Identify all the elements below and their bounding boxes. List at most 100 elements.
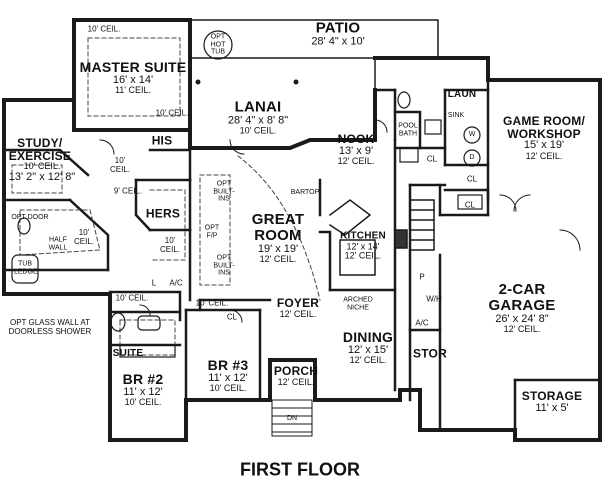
room-study-ceil: 10' CEIL.	[23, 161, 61, 172]
room-patio-dims: 28' 4" x 10'	[311, 35, 365, 48]
room-kitchen-ceil: 12' CEIL.	[344, 250, 382, 261]
room-kitchen-name: KITCHEN	[340, 230, 386, 242]
room-suite-name: SUITE	[112, 347, 144, 359]
room-lanai-name: LANAI	[234, 98, 282, 116]
note-opt-fireplace: OPT F/P	[204, 224, 220, 239]
room-laundry-name: LAUN	[447, 88, 477, 100]
note-tub-ledge: TUB LEDGE	[14, 260, 38, 275]
closet-hers-name: HERS	[145, 206, 181, 221]
room-great-room: GREAT ROOM 19' x 19' 12' CEIL.	[238, 212, 318, 264]
note-ac-a: A/C	[169, 278, 183, 288]
room-master-suite: MASTER SUITE 16' x 14' 11' CEIL.	[80, 60, 187, 96]
room-lanai: LANAI 28' 4" x 8' 8" 10' CEIL.	[227, 98, 289, 137]
note-bath-ceil-a: 10' CEIL.	[73, 228, 94, 246]
room-lanai-dims: 28' 4" x 8' 8"	[227, 114, 289, 127]
note-master-top-ceil: 10' CEIL.	[87, 24, 121, 34]
room-dining: DINING 12' x 15' 12' CEIL.	[343, 330, 393, 366]
note-dryer: D	[469, 154, 475, 162]
note-down: DN	[286, 415, 298, 423]
room-study-name: STUDY/ EXERCISE	[8, 135, 72, 163]
note-water-heater: W/H	[426, 294, 442, 304]
room-master-dims: 16' x 14'	[112, 73, 154, 86]
closet-hers: HERS	[146, 208, 180, 221]
note-half-wall: HALF WALL	[48, 236, 68, 251]
room-great-dims: 19' x 19'	[257, 242, 299, 255]
room-kitchen: KITCHEN 12' x 14' 12' CEIL.	[340, 231, 386, 260]
room-storage: STORAGE 11' x 5'	[522, 390, 583, 414]
room-garage-name: 2-CAR GARAGE	[488, 280, 556, 314]
room-garage-ceil: 12' CEIL.	[503, 323, 541, 334]
room-game-ceil: 12' CEIL.	[525, 150, 563, 161]
room-patio-name: PATIO	[315, 19, 361, 37]
porch-steps	[271, 399, 313, 437]
room-porch: PORCH 12' CEIL.	[274, 365, 318, 387]
note-washer: W	[468, 131, 476, 139]
room-study-dims: 13' 2" x 12' 8"	[8, 170, 76, 183]
note-arched-niche: ARCHED NICHE	[343, 296, 373, 311]
note-closet-c: CL	[464, 200, 476, 210]
room-foyer-name: FOYER	[276, 295, 320, 310]
kitchen-counters	[328, 199, 435, 276]
room-foyer: FOYER 12' CEIL.	[277, 297, 319, 319]
fixtures	[11, 30, 483, 358]
dashed-lines	[11, 37, 321, 356]
room-game-name: GAME ROOM/ WORKSHOP	[503, 113, 585, 141]
room-stor: STOR	[413, 348, 447, 361]
note-pantry: P	[419, 272, 425, 282]
room-dining-name: DINING	[342, 329, 394, 346]
room-game-room: GAME ROOM/ WORKSHOP 15' x 19' 12' CEIL.	[498, 115, 590, 161]
room-garage-dims: 26' x 24' 8"	[495, 312, 549, 325]
room-master-name: MASTER SUITE	[79, 59, 187, 76]
room-master-ceil: 11' CEIL.	[114, 85, 152, 96]
note-closet-b: CL	[466, 174, 478, 184]
room-storage-dims: 11' x 5'	[535, 401, 569, 414]
room-patio: PATIO 28' 4" x 10'	[311, 20, 364, 47]
room-br3-name: BR #3	[207, 357, 249, 374]
room-porch-ceil: 12' CEIL.	[277, 376, 315, 387]
room-nook-dims: 13' x 9'	[338, 144, 374, 157]
note-opt-door: OPT DOOR	[11, 214, 49, 222]
closet-his-name: HIS	[151, 133, 173, 148]
note-closet-a: CL	[426, 154, 438, 164]
room-garage: 2-CAR GARAGE 26' x 24' 8" 12' CEIL.	[477, 282, 567, 334]
room-nook: NOOK 13' x 9' 12' CEIL.	[338, 133, 375, 167]
note-opt-builtins-bottom: OPT BUILT-INS	[213, 254, 235, 277]
room-nook-ceil: 12' CEIL.	[337, 156, 375, 167]
room-storage-name: STORAGE	[521, 388, 583, 403]
room-dining-dims: 12' x 15'	[347, 343, 389, 356]
note-bath2-ceil: 10' CEIL.	[115, 293, 149, 303]
note-bath-ceil-b: 10' CEIL.	[159, 236, 180, 254]
note-master-bottom-ceil: 10' CEIL.	[155, 108, 189, 118]
patio-outline	[189, 19, 439, 59]
room-kitchen-dims: 12' x 14'	[346, 240, 380, 251]
room-br2-ceil: 10' CEIL.	[124, 397, 162, 408]
room-laundry: LAUN	[447, 88, 477, 101]
room-br3-dims: 11' x 12'	[208, 371, 248, 384]
room-dining-ceil: 12' CEIL.	[349, 355, 387, 366]
room-stor-name: STOR	[413, 346, 447, 361]
note-pool-bath: POOL BATH	[398, 122, 418, 137]
note-hot-tub: OPT HOT TUB	[210, 33, 226, 56]
note-hall-ceil-a: 10' CEIL.	[109, 156, 130, 174]
room-lanai-ceil: 10' CEIL.	[239, 125, 277, 136]
room-foyer-ceil: 12' CEIL.	[279, 308, 317, 319]
note-closet-d: CL	[226, 312, 238, 322]
note-opt-glass-wall: OPT GLASS WALL AT DOORLESS SHOWER	[8, 318, 92, 336]
patio-post-marker	[293, 79, 299, 85]
note-hall-ceil-b: 9' CEIL.	[113, 186, 143, 196]
room-br2-dims: 11' x 12'	[123, 385, 163, 398]
room-br3: BR #3 11' x 12' 10' CEIL.	[208, 358, 249, 394]
note-ac-b: A/C	[415, 318, 429, 328]
room-nook-name: NOOK	[337, 132, 375, 147]
note-sink: SINK	[447, 112, 465, 120]
room-br3-ceil: 10' CEIL.	[209, 383, 247, 394]
note-bartop: BARTOP	[290, 189, 320, 197]
door-swings	[99, 119, 581, 323]
note-hall-ceil-c: 10' CEIL.	[195, 298, 229, 308]
room-great-name: GREAT ROOM	[251, 210, 305, 244]
note-opt-builtins-top: OPT BUILT-INS	[213, 180, 235, 203]
plan-title: FIRST FLOOR	[240, 459, 360, 480]
room-br2: BR #2 11' x 12' 10' CEIL.	[123, 372, 164, 408]
note-linen: L	[151, 278, 157, 288]
